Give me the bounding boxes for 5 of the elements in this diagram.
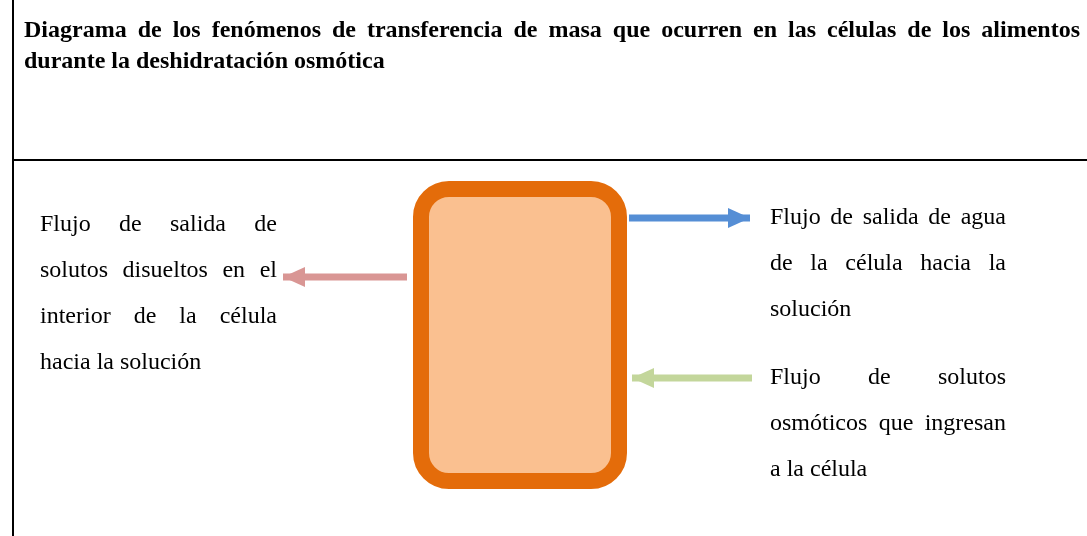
- flow-description: Flujo de salida de solutos disueltos en el interior de la célula hacia la solución: [40, 200, 277, 384]
- diagram-title: Diagrama de los fenómenos de transferencia de masa que ocurren en las células de los alimentos durante la deshidratación osmótica: [24, 15, 1080, 75]
- flow-description: Flujo de solutos osmóticos que ingresan a la célula: [770, 353, 1006, 491]
- cell-box: [413, 181, 627, 489]
- flow-description: Flujo de salida de agua de la célula hacia la solución: [770, 193, 1006, 331]
